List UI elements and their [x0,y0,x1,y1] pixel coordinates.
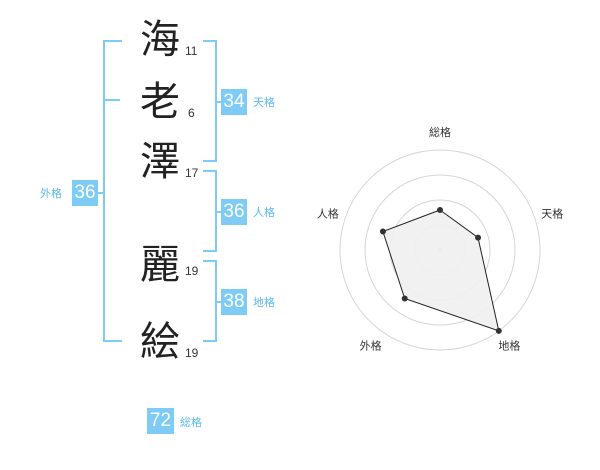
soukaku-value: 72 [147,408,174,434]
radar-axis-label-1: 総格 [429,125,451,139]
jinkaku-value: 36 [221,199,247,225]
name-char-4: 麗 [140,242,180,288]
gaikaku-bracket [103,40,122,342]
soukaku-label: 総格 [180,416,202,429]
radar-polygon [382,209,500,332]
radar-point-2 [475,234,482,241]
chikaku-label: 地格 [253,296,275,309]
stroke-count-3: 17 [185,166,199,180]
jinkaku-label: 人格 [253,206,275,219]
radar-point-1 [437,207,443,213]
radar-axis-label-3: 地格 [498,338,520,352]
name-char-2: 老 [140,79,180,125]
chikaku-connector [215,301,221,303]
stroke-count-4: 19 [185,264,199,278]
radar-point-5 [379,228,386,235]
tenkaku-label: 天格 [253,96,275,109]
gaikaku-bracket-tick [103,99,120,101]
radar-axis-label-4: 外格 [360,338,382,352]
radar-point-4 [401,295,408,302]
gaikaku-value: 36 [72,180,98,206]
name-char-3: 澤 [140,139,180,185]
stroke-count-1: 11 [185,44,198,58]
jinkaku-connector [215,211,221,213]
radar-axis-label-2: 天格 [541,207,563,221]
chikaku-value: 38 [221,289,247,315]
gaikaku-connector [97,192,103,194]
tenkaku-value: 34 [221,89,247,115]
stroke-count-5: 19 [185,346,199,360]
stroke-count-2: 6 [188,106,195,120]
radar-ring-3 [364,174,516,326]
name-char-1: 海 [140,17,180,63]
radar-ring-4 [339,149,541,351]
gaikaku-label: 外格 [40,187,62,200]
tenkaku-connector [215,101,221,103]
radar-point-3 [495,327,502,334]
radar-axis-label-5: 人格 [317,207,339,221]
name-char-5: 絵 [140,319,180,365]
